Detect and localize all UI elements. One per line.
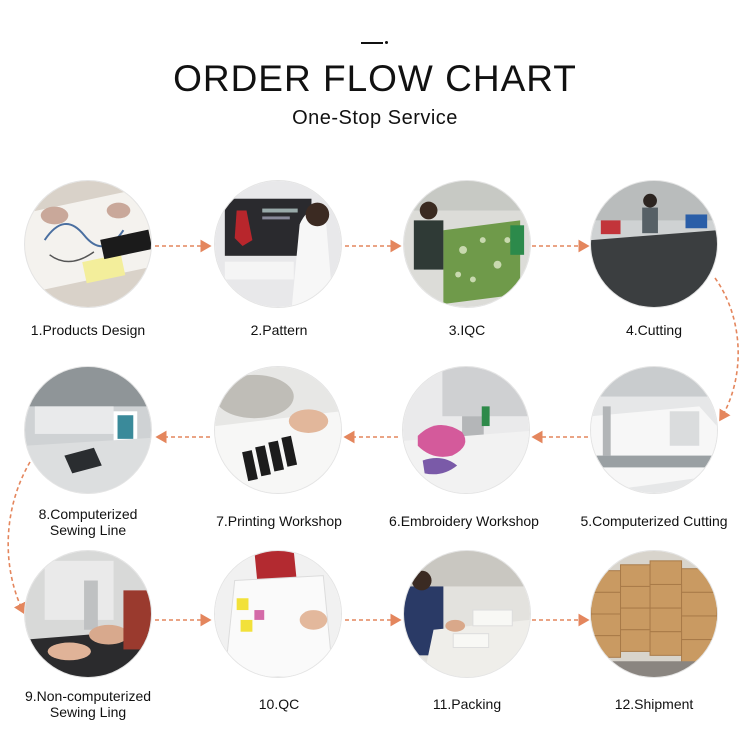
step-label-7: 7.Printing Workshop <box>216 513 342 529</box>
shipment-boxes-photo <box>590 550 718 678</box>
step-label-3: 3.IQC <box>448 322 486 338</box>
step-label-12: 12.Shipment <box>614 696 694 712</box>
step-label-5: 5.Computerized Cutting <box>580 513 728 529</box>
design-sketch-photo <box>24 180 152 308</box>
printing-photo <box>214 366 342 494</box>
cutting-table-photo <box>590 180 718 308</box>
step-label-11: 11.Packing <box>432 696 502 712</box>
step-label-9: 9.Non-computerized Sewing Ling <box>24 688 152 720</box>
packing-photo <box>403 550 531 678</box>
computerized-sewing-photo <box>24 366 152 494</box>
arrow-8-to-9 <box>7 461 31 615</box>
header-dash-ornament <box>361 42 383 44</box>
page-subtitle: One-Stop Service <box>292 107 458 129</box>
embroidery-machine-photo <box>402 366 530 494</box>
arrow-4-to-5 <box>714 277 739 422</box>
header-dot-ornament <box>385 41 388 44</box>
cutting-machine-photo <box>590 366 718 494</box>
step-label-4: 4.Cutting <box>625 322 683 338</box>
pattern-computer-photo <box>214 180 342 308</box>
step-label-2: 2.Pattern <box>250 322 308 338</box>
fabric-inspection-photo <box>403 180 531 308</box>
page-title: ORDER FLOW CHART <box>173 58 577 99</box>
quality-check-photo <box>214 550 342 678</box>
step-label-6: 6.Embroidery Workshop <box>389 513 539 529</box>
step-label-10: 10.QC <box>258 696 300 712</box>
step-label-8: 8.Computerized Sewing Line <box>38 506 138 538</box>
step-label-1: 1.Products Design <box>30 322 146 338</box>
manual-sewing-photo <box>24 550 152 678</box>
